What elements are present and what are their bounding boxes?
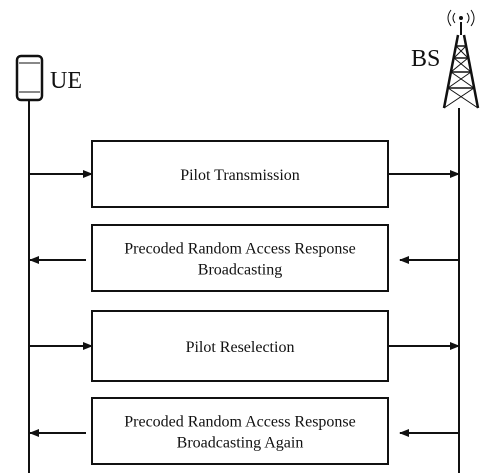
smartphone-icon	[15, 54, 44, 102]
step-1-label-line-1: Pilot Transmission	[180, 167, 300, 184]
step-4-box	[91, 397, 389, 465]
step-4-label-line-1: Precoded Random Access Response	[124, 414, 356, 431]
step-2-box	[91, 224, 389, 292]
step-4-label-line-2: Broadcasting Again	[177, 435, 304, 452]
step-2-label-line-2: Broadcasting	[198, 262, 282, 279]
ue-label: UE	[50, 68, 82, 94]
bs-label: BS	[411, 46, 440, 72]
step-2-label-line-1: Precoded Random Access Response	[124, 241, 356, 258]
step-3-label-line-1: Pilot Reselection	[186, 339, 295, 356]
cell-tower-icon	[442, 9, 480, 109]
